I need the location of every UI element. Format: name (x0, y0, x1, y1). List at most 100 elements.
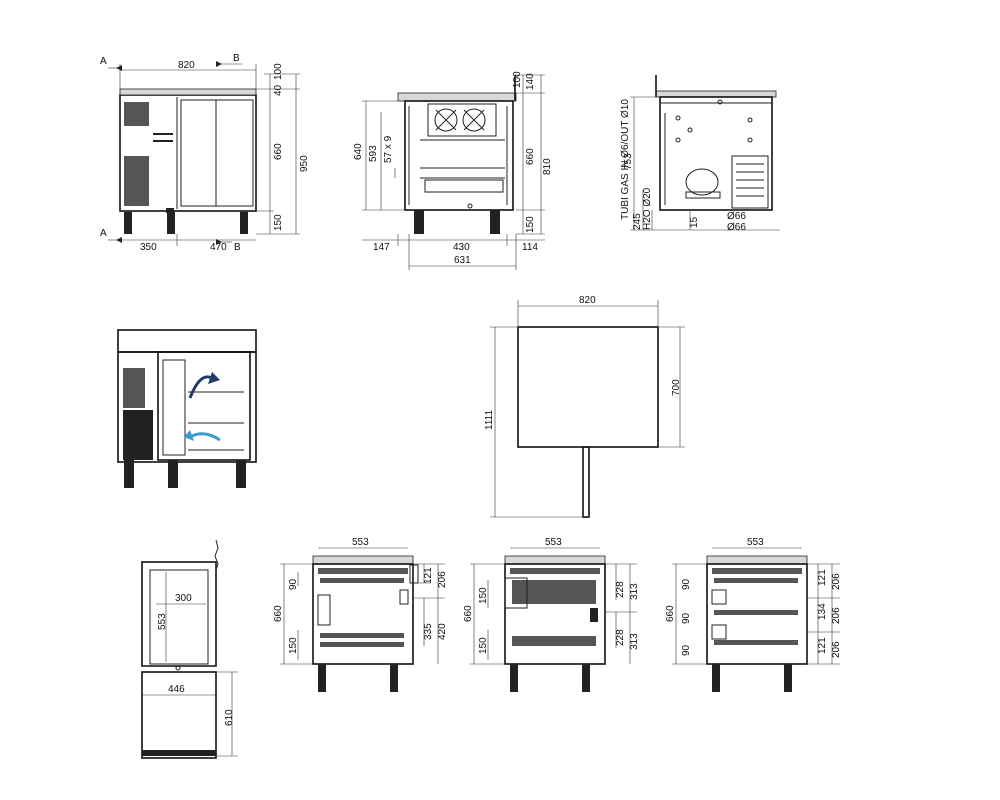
dim-tray-610: 610 (224, 709, 235, 726)
airflow-leg (236, 460, 246, 488)
compressor (685, 168, 719, 196)
front-door (180, 99, 254, 207)
dim-plan-door: 1111 (484, 410, 495, 430)
condenser (731, 155, 769, 209)
config3-90a: 90 (681, 578, 692, 590)
dim-147: 147 (373, 242, 390, 253)
airflow-top (117, 329, 257, 353)
config3-body (706, 563, 808, 665)
section-b-bottom: B (234, 242, 241, 253)
config3-90c: 90 (681, 644, 692, 656)
config2-313b: 313 (629, 633, 640, 650)
config1-top: 553 (352, 537, 369, 548)
dim-plan-width: 820 (579, 295, 596, 306)
side-body (404, 100, 514, 211)
config3-660: 660 (665, 605, 676, 622)
config2-150b: 150 (478, 637, 489, 654)
side-section-view: 640 593 57 x 9 100 140 660 810 150 147 4… (353, 71, 553, 270)
dim-810: 810 (542, 158, 553, 175)
dim-660: 660 (525, 148, 536, 165)
dim-100: 100 (512, 71, 523, 88)
label-h2o: H2O Ø20 (642, 187, 653, 230)
config3-206c: 206 (831, 641, 842, 658)
airflow-arrow-in (191, 432, 221, 442)
config1-body (312, 563, 414, 665)
dim-plan-depth: 700 (671, 379, 682, 396)
dim-tray-300: 300 (175, 593, 192, 604)
fan-icon (462, 108, 486, 132)
dim-640: 640 (353, 143, 364, 160)
config3-134: 134 (817, 603, 828, 620)
airflow-leg (168, 460, 178, 488)
dim-140: 140 (525, 73, 536, 90)
tray-top (141, 561, 217, 667)
side-leg (414, 210, 424, 234)
config2-660: 660 (463, 605, 474, 622)
dim-top-100: 100 (273, 63, 284, 80)
dim-631: 631 (454, 255, 471, 266)
plan-view: 820 700 1111 (484, 295, 685, 518)
dim-body: 660 (273, 143, 284, 160)
front-view: 820 350 470 A A B B 40 100 660 150 950 (100, 53, 310, 253)
fan-icon (434, 108, 458, 132)
config2-top: 553 (545, 537, 562, 548)
dim-430: 430 (453, 242, 470, 253)
side-leg (490, 210, 500, 234)
dim-d66-b: Ø66 (727, 222, 746, 233)
config2-body (504, 563, 606, 665)
config2-228b: 228 (615, 629, 626, 646)
side-top (397, 92, 517, 102)
plan-door-swing (582, 446, 590, 518)
config1-121: 121 (423, 567, 434, 584)
dim-593: 593 (368, 145, 379, 162)
dim-width: 820 (178, 60, 195, 71)
dim-15: 15 (689, 216, 700, 228)
dim-d66-a: Ø66 (727, 211, 746, 222)
front-leg (167, 212, 175, 234)
dim-753: 753 (623, 153, 634, 170)
dim-57x9: 57 x 9 (383, 135, 394, 163)
section-a-top: A (100, 56, 107, 67)
config1-335: 335 (423, 623, 434, 640)
airflow-view (117, 329, 257, 488)
tray-view: 300 553 446 610 (141, 539, 238, 759)
config1-660: 660 (273, 605, 284, 622)
config3-206a: 206 (831, 573, 842, 590)
config-view-2: 553 660 150 150 228 313 228 313 (463, 537, 640, 692)
config1-90: 90 (288, 578, 299, 590)
config1-420: 420 (437, 623, 448, 640)
config2-150a: 150 (478, 587, 489, 604)
config3-121b: 121 (817, 637, 828, 654)
config2-313a: 313 (629, 583, 640, 600)
back-body (659, 96, 773, 211)
config1-150: 150 (288, 637, 299, 654)
dim-245: 245 (632, 213, 643, 230)
label-tubi-gas: TUBI GAS IN Ø6/OUT Ø10 (620, 99, 631, 220)
front-leg (124, 212, 132, 234)
config3-121a: 121 (817, 569, 828, 586)
dim-right: 470 (210, 242, 227, 253)
back-top (655, 90, 777, 98)
config1-206: 206 (437, 571, 448, 588)
config3-top: 553 (747, 537, 764, 548)
section-a-bottom: A (100, 228, 107, 239)
dim-tray-446: 446 (168, 684, 185, 695)
config3-206b: 206 (831, 607, 842, 624)
dim-150: 150 (525, 216, 536, 233)
tray-base (141, 671, 217, 759)
dim-total-height: 950 (299, 155, 310, 172)
evaporator (427, 103, 497, 137)
config-view-1: 553 660 90 150 121 206 335 420 (273, 537, 448, 692)
config2-228a: 228 (615, 581, 626, 598)
config3-90b: 90 (681, 612, 692, 624)
grille-icon (123, 368, 145, 408)
front-top (119, 88, 257, 96)
dim-legs: 150 (273, 214, 284, 231)
plan-outline (517, 326, 659, 448)
dim-top-40: 40 (273, 84, 284, 96)
section-b-top: B (233, 53, 240, 64)
back-view: 753 TUBI GAS IN Ø6/OUT Ø10 245 H2O Ø20 1… (620, 75, 780, 233)
front-grille-lower (124, 156, 149, 206)
compressor-block (123, 410, 153, 460)
